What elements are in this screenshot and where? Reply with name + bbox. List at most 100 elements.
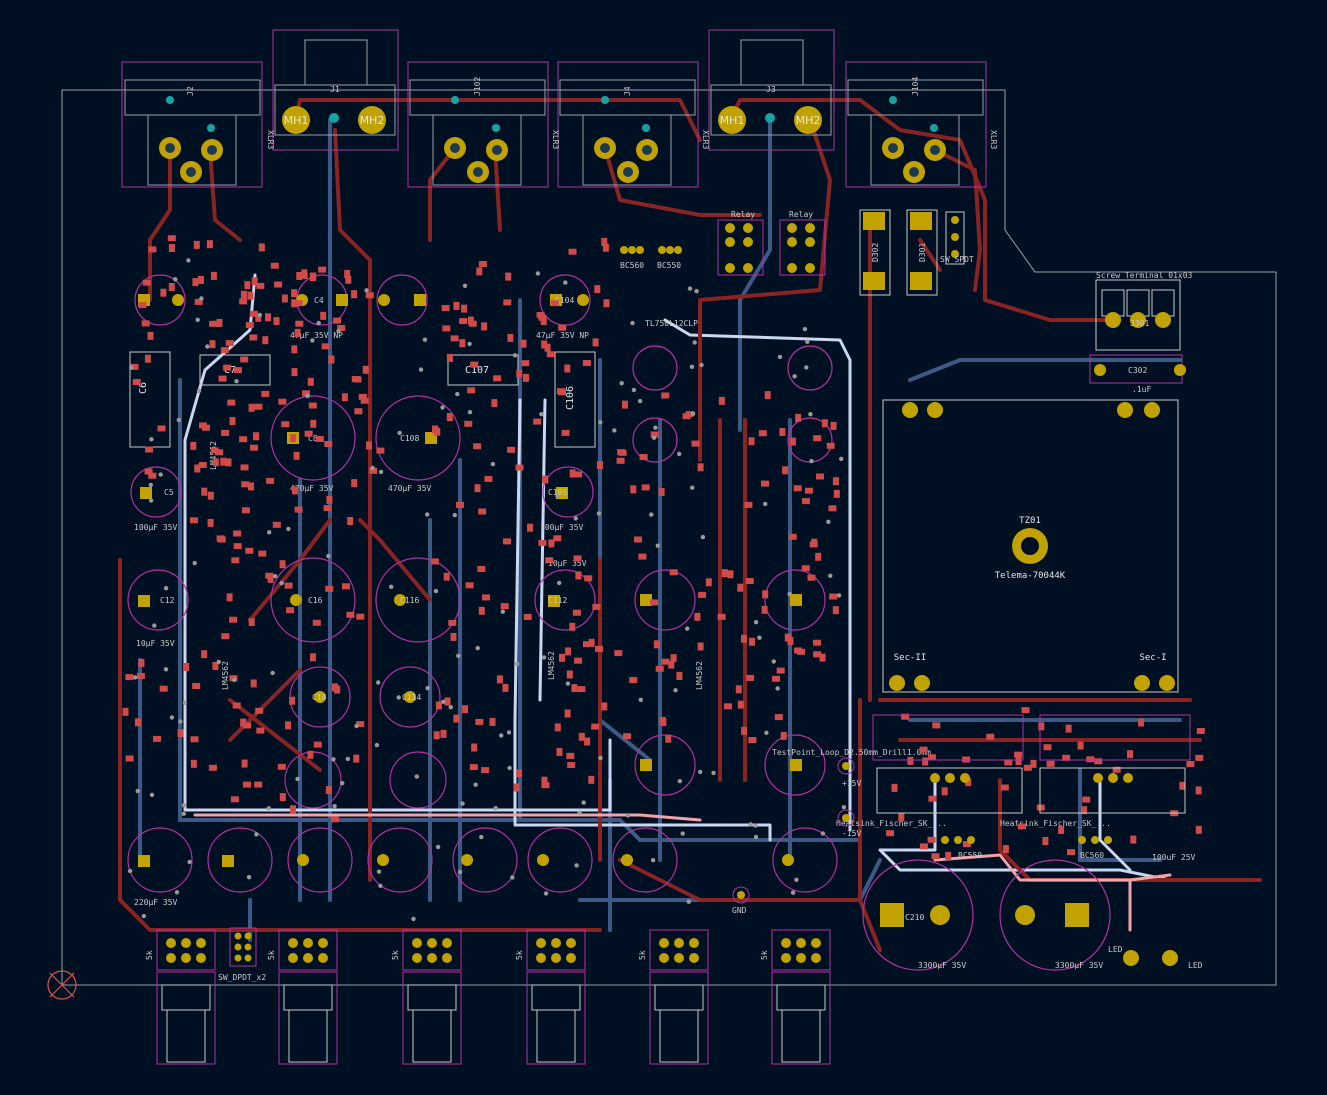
smd-pad	[279, 560, 286, 569]
smd-pad	[1086, 756, 1095, 763]
smd-pad	[491, 399, 498, 408]
via	[753, 823, 758, 828]
smd-pad	[932, 722, 941, 729]
smd-pad	[290, 805, 296, 814]
opamp-label: LM4562	[547, 651, 556, 680]
via	[148, 498, 154, 503]
smd-pad	[157, 425, 166, 432]
smd-pad	[507, 446, 516, 453]
smd-pad	[248, 618, 255, 627]
smd-pad	[724, 703, 732, 710]
via	[187, 859, 192, 865]
mh-label: MH2	[360, 114, 385, 127]
smd-pad	[922, 757, 929, 766]
via	[133, 675, 138, 680]
smd-pad	[653, 640, 660, 649]
smd-pad	[584, 575, 593, 582]
smd-pad	[209, 320, 218, 327]
via	[573, 516, 578, 521]
smd-pad	[148, 472, 157, 479]
via	[186, 258, 191, 263]
smd-pad	[144, 468, 153, 475]
smd-pad	[289, 696, 296, 705]
smd-pad	[545, 557, 554, 564]
pot-pad	[427, 953, 437, 963]
smd-pad	[1046, 760, 1055, 767]
smd-pad	[718, 396, 725, 405]
via	[512, 353, 518, 358]
via	[631, 387, 637, 393]
smd-pad	[829, 593, 838, 600]
smd-pad	[629, 677, 638, 683]
smd-pad	[577, 686, 586, 693]
smd-pad	[735, 685, 742, 694]
connector-ref: J104	[911, 77, 920, 96]
via	[455, 391, 460, 397]
pot-pad	[659, 953, 669, 963]
smd-pad	[326, 495, 333, 504]
via	[195, 317, 200, 322]
smd-pad	[440, 729, 447, 738]
smd-pad	[758, 430, 767, 437]
pot-pad	[566, 953, 576, 963]
smd-pad	[435, 701, 442, 710]
via	[499, 733, 504, 738]
smd-pad	[788, 533, 797, 540]
via	[127, 868, 133, 874]
smd-pad	[333, 317, 341, 324]
mounting-hole-pads	[282, 106, 822, 134]
smd-pad	[248, 482, 254, 491]
smd-pad	[444, 697, 451, 706]
relay-label: Relay	[789, 210, 813, 219]
via	[711, 770, 716, 776]
transformer-footprint	[882, 399, 1179, 693]
smd-pad	[313, 741, 322, 748]
via	[700, 534, 706, 540]
smd-pad	[446, 353, 453, 362]
smd-pad	[310, 653, 316, 662]
via	[686, 899, 691, 904]
smd-pad	[291, 368, 298, 377]
smd-pad	[290, 434, 297, 443]
smd-pad	[469, 764, 478, 771]
smd-pad	[351, 376, 360, 382]
smd-pad	[474, 484, 481, 493]
smd-pad	[550, 300, 559, 307]
switch-pad	[244, 943, 252, 951]
smd-pad	[691, 440, 700, 447]
smd-pad	[244, 281, 251, 290]
via	[809, 458, 814, 464]
via	[370, 465, 375, 471]
smd-pad	[565, 647, 572, 656]
smd-pad	[456, 501, 464, 508]
smd-pad	[697, 463, 704, 472]
smd-pad	[153, 735, 161, 742]
smd-pad	[676, 671, 683, 680]
transistor-pads-top	[620, 246, 682, 254]
via	[149, 792, 155, 798]
pot-pad	[551, 938, 561, 948]
smd-pad	[741, 634, 747, 643]
via	[441, 699, 446, 704]
smd-pad	[931, 853, 940, 860]
via	[286, 526, 291, 532]
via	[411, 916, 416, 922]
smd-pad	[658, 488, 665, 496]
transistor-label: BC560	[620, 261, 644, 270]
via	[612, 428, 617, 433]
screw-terminal-ref: J301	[1130, 319, 1149, 328]
smd-pad	[588, 638, 595, 647]
via	[687, 286, 693, 291]
via	[637, 398, 643, 404]
smd-pad	[789, 437, 796, 446]
smd-pad	[787, 636, 794, 645]
smd-pad	[193, 240, 200, 249]
via	[565, 681, 571, 686]
smd-pad	[337, 325, 346, 331]
heatsinks	[872, 714, 1191, 814]
smd-pad	[548, 539, 555, 548]
cap-ref: C116	[400, 596, 419, 605]
test-points	[732, 757, 855, 904]
smd-pad	[293, 451, 300, 460]
